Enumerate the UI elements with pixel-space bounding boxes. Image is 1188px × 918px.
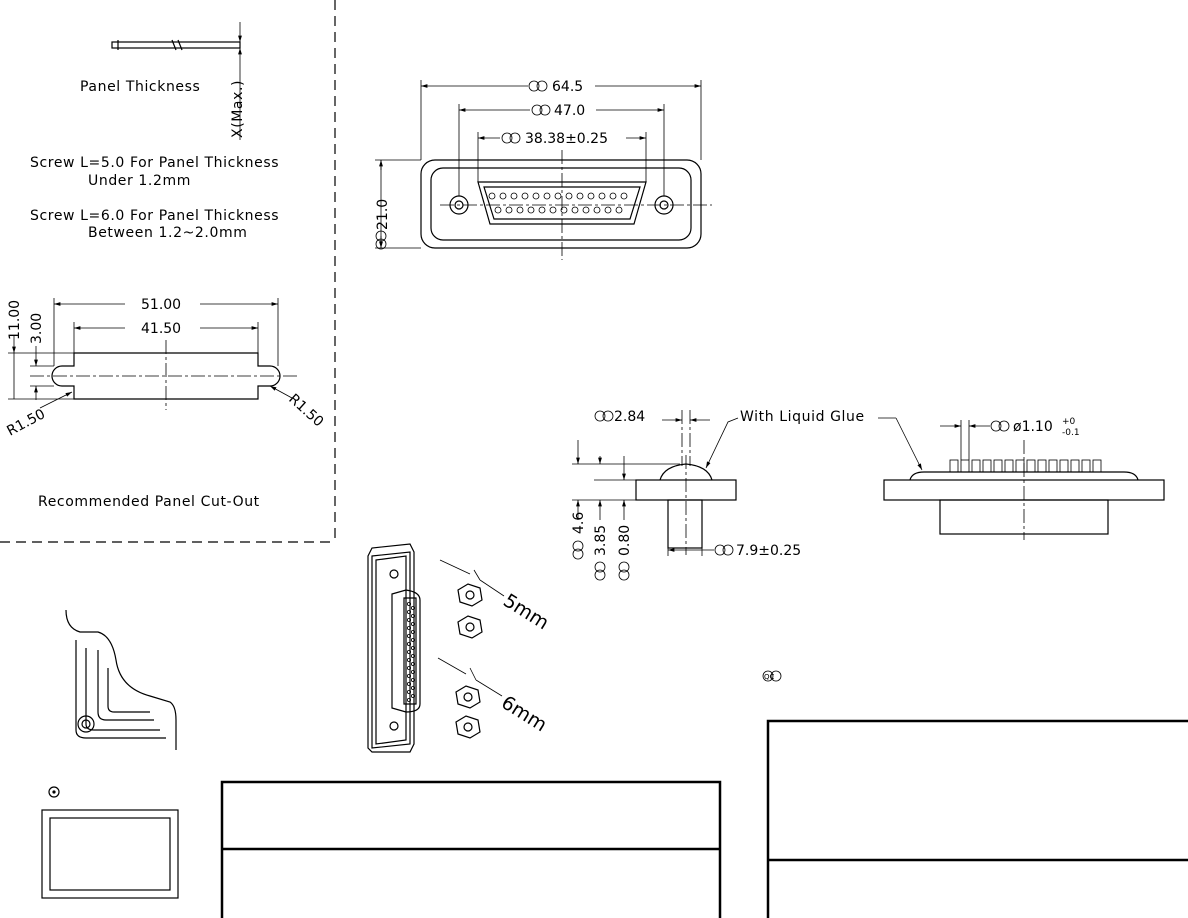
side-dim-2-84: 2.84 — [614, 409, 645, 425]
connector-front-view: 64.5 47.0 38.38±0.25 21.0 — [375, 79, 712, 260]
screw-6-note-line1: Screw L=6.0 For Panel Thickness — [30, 208, 279, 224]
screw-short-1 — [457, 583, 483, 607]
qc-symbol — [594, 410, 614, 422]
panel-thickness-label: Panel Thickness — [80, 79, 200, 95]
cutout-height-inner: 3.00 — [29, 313, 45, 344]
side-dim-7-9: 7.9±0.25 — [736, 543, 801, 559]
title-block-right — [766, 719, 1188, 918]
screw-length-long: 6mm — [497, 692, 550, 737]
qc-symbol — [990, 420, 1010, 432]
pin-tol-minus: -0.1 — [1062, 428, 1080, 438]
qc-symbol — [375, 230, 387, 250]
shell-corner-isometric — [65, 609, 177, 750]
front-height: 21.0 — [375, 199, 391, 230]
x-max-label: X(Max.) — [230, 80, 246, 138]
cutout-height-outer: 11.00 — [7, 300, 23, 340]
screw-6-note-line2: Between 1.2~2.0mm — [88, 225, 247, 241]
qc-symbol — [501, 132, 521, 144]
qc-symbol — [714, 544, 734, 556]
pin-row-bottom — [494, 206, 623, 214]
recommended-cutout-label: Recommended Panel Cut-Out — [38, 494, 260, 510]
screw-5-note-line2: Under 1.2mm — [88, 173, 191, 189]
bottom-left-frame — [41, 786, 179, 899]
qc-legend-text: QC — [764, 673, 775, 681]
qc-symbol — [528, 80, 548, 92]
side-dim-4-6: 4.6 — [571, 512, 587, 534]
screw-long-1 — [455, 685, 481, 709]
cutout-width-inner: 41.50 — [141, 321, 181, 337]
side-dim-3-85: 3.85 — [593, 525, 609, 556]
liquid-glue-label: With Liquid Glue — [740, 409, 865, 425]
connector-pin-view: ø1.10 +0 -0.1 — [883, 417, 1165, 540]
connector-side-view: 2.84 With Liquid Glue 4.6 3.85 0.80 7.9±… — [571, 409, 923, 581]
pin-tol-plus: +0 — [1062, 417, 1076, 427]
connector-pins — [406, 602, 415, 703]
section-divider — [0, 0, 336, 543]
screw-length-short: 5mm — [499, 590, 552, 635]
pin-row-top — [488, 192, 628, 200]
screw-long-2 — [455, 715, 481, 739]
title-block-left — [220, 780, 722, 918]
pin-tops — [949, 459, 1102, 473]
pin-diameter: ø1.10 — [1013, 419, 1053, 435]
front-width-mount: 47.0 — [554, 103, 585, 119]
screw-5-note-line1: Screw L=5.0 For Panel Thickness — [30, 155, 279, 171]
front-width-overall: 64.5 — [552, 79, 583, 95]
qc-symbol — [594, 561, 606, 581]
qc-legend-symbol: QC — [762, 670, 782, 682]
screw-short-2 — [457, 615, 483, 639]
qc-symbol — [618, 561, 630, 581]
cutout-width-outer: 51.00 — [141, 297, 181, 313]
panel-cutout-drawing: 51.00 41.50 11.00 3.00 R1.50 R1.50 Recom… — [4, 297, 326, 510]
side-dim-0-80: 0.80 — [617, 525, 633, 556]
cutout-radius-left: R1.50 — [4, 406, 48, 439]
connector-isometric: 5mm 6mm — [367, 543, 553, 753]
qc-symbol — [531, 104, 551, 116]
cutout-radius-right: R1.50 — [285, 391, 326, 430]
panel-thickness-detail: Panel Thickness X(Max.) — [80, 22, 246, 140]
qc-symbol — [572, 540, 584, 560]
front-width-shell: 38.38±0.25 — [525, 131, 608, 147]
screw-notes: Screw L=5.0 For Panel Thickness Under 1.… — [30, 155, 279, 241]
